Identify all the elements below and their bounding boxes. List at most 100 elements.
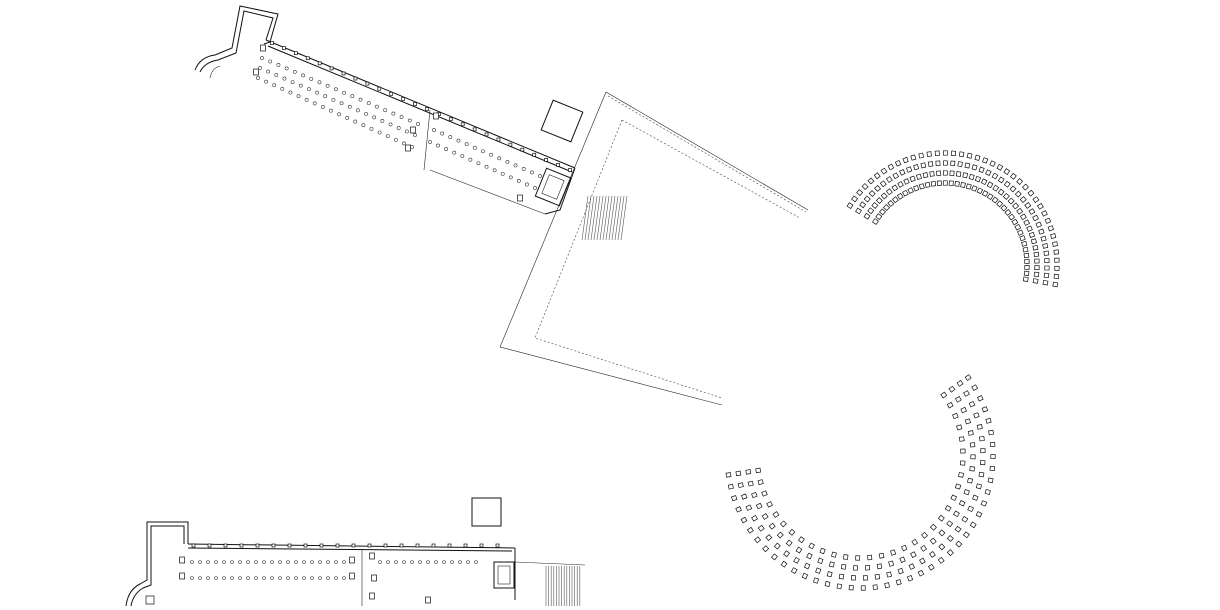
colonnade-column	[911, 538, 919, 546]
colonnade-column	[958, 436, 965, 442]
nave-column	[489, 152, 493, 157]
nave-column	[266, 69, 271, 74]
colonnade-column	[984, 489, 991, 495]
colonnade-column	[950, 150, 957, 157]
colonnade-column	[872, 218, 879, 225]
colonnade-column	[919, 557, 926, 565]
colonnade-column	[886, 176, 893, 183]
step-line	[608, 195, 616, 241]
wall-pier	[389, 91, 394, 96]
colonnade-column	[861, 183, 869, 190]
colonnade-column	[1004, 208, 1012, 216]
colonnade-column	[883, 204, 890, 212]
colonnade-column	[948, 385, 956, 393]
colonnade-column	[940, 391, 948, 399]
nave-column	[529, 170, 534, 175]
colonnade-column	[855, 207, 862, 215]
nave-column	[428, 140, 432, 144]
step-line	[593, 195, 601, 241]
wall-pier	[431, 543, 436, 548]
nave-column	[516, 179, 521, 183]
colonnade-column	[962, 172, 969, 179]
nave-column	[230, 576, 234, 580]
colonnade-column	[747, 480, 754, 487]
nave-column	[301, 73, 305, 78]
colonnade-column	[920, 162, 927, 169]
nave-column	[466, 560, 470, 564]
nave-column	[426, 560, 430, 564]
colonnade-column	[903, 178, 910, 185]
nave-column	[276, 63, 281, 67]
colonnade-column	[768, 522, 776, 530]
wall-pier	[319, 543, 324, 548]
colonnade-column	[961, 516, 969, 523]
nave-column	[448, 135, 453, 139]
colonnade-column	[1033, 271, 1040, 277]
nave-column	[318, 560, 322, 564]
nave-column	[286, 560, 290, 564]
connector-inner-top-2	[621, 119, 801, 219]
colonnade-column	[867, 177, 875, 185]
colonnade-column	[967, 505, 974, 513]
pier	[369, 552, 375, 560]
colonnade-column	[1053, 273, 1060, 279]
nave-column	[246, 576, 250, 580]
nave-column	[238, 576, 242, 580]
colonnade-column	[863, 212, 871, 220]
nave-column	[442, 560, 446, 564]
nave-column	[410, 560, 414, 564]
nave-column	[416, 122, 420, 126]
colonnade-column	[840, 563, 847, 570]
colonnade-column	[955, 171, 962, 177]
wall-pier	[223, 543, 228, 548]
basilica-plan-rotated	[194, 5, 628, 241]
colonnade-column	[975, 483, 983, 490]
colonnade-column	[888, 560, 895, 567]
colonnade-column	[897, 567, 904, 575]
colonnade-column	[801, 572, 809, 580]
nave-column	[256, 76, 260, 80]
colonnade-column	[943, 150, 948, 156]
colonnade-column	[964, 162, 971, 169]
colonnade-column	[944, 504, 952, 512]
colonnade-column	[916, 173, 922, 180]
colonnade-column	[975, 511, 983, 518]
colonnade-column	[755, 502, 763, 510]
nave-column	[329, 108, 333, 113]
shrine-square-marker-lower	[471, 497, 502, 527]
apse-arc	[209, 65, 221, 79]
nave-column	[214, 560, 218, 564]
nave-column	[440, 131, 445, 136]
colonnade-column	[735, 506, 742, 513]
wall-pier	[532, 152, 537, 157]
colonnade-column	[1034, 258, 1040, 264]
basilica-plan-lower	[125, 521, 586, 607]
colonnade-column	[960, 406, 967, 414]
lower-west-end	[125, 521, 189, 607]
colonnade-column	[1054, 265, 1060, 271]
nave-column	[404, 129, 409, 134]
nave-column	[296, 94, 301, 99]
colonnade-column	[970, 454, 976, 460]
colonnade-column	[887, 199, 895, 207]
colonnade-column	[991, 172, 999, 180]
colonnade-column	[875, 213, 883, 221]
colonnade-column	[974, 154, 981, 161]
colonnade-column	[963, 390, 970, 397]
lower-apse-pier	[145, 595, 155, 605]
lower-west-end-inner	[130, 525, 185, 607]
colonnade-column	[971, 185, 978, 192]
colonnade-column	[978, 166, 985, 173]
pier	[405, 144, 411, 152]
atrium-west-line	[423, 109, 431, 171]
colonnade-column	[885, 188, 893, 196]
colonnade-column	[922, 172, 929, 179]
colonnade-column	[992, 184, 1000, 192]
wall-pier	[448, 117, 453, 122]
colonnade-column	[1033, 251, 1040, 258]
colonnade-column	[926, 151, 932, 157]
colonnade-column	[980, 460, 986, 466]
colonnade-column	[942, 170, 948, 176]
colonnade-column	[946, 549, 954, 557]
